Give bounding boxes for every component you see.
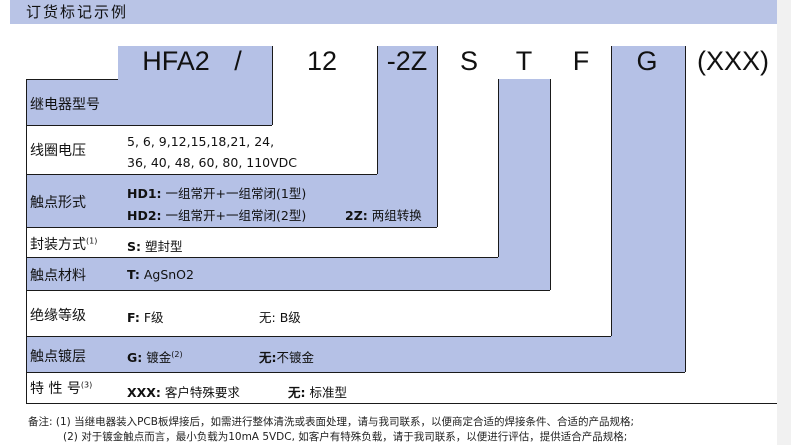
code-insulation: F <box>572 46 590 76</box>
label-special: 特 性 号(3) <box>30 380 93 397</box>
coil-voltage-values-1: 5, 6, 9,12,15,18,21, 24, <box>127 134 275 149</box>
code-special: (XXX) <box>696 46 770 76</box>
coil-voltage-values-2: 36, 40, 48, 60, 80, 110VDC <box>127 155 298 170</box>
special-value: XXX: 客户特殊要求 <box>127 385 240 400</box>
packaging-value: S: 塑封型 <box>127 239 183 254</box>
plating-alt-value: 无:不镀金 <box>259 350 315 365</box>
fill-plating-row <box>26 336 685 372</box>
label-packaging: 封装方式(1) <box>30 236 98 253</box>
section-title: 订货标记示例 <box>26 3 129 21</box>
code-plating: G <box>636 46 658 76</box>
label-relay-model: 继电器型号 <box>30 97 100 113</box>
fill-voltage-col <box>377 46 437 227</box>
label-insulation: 绝缘等级 <box>30 308 86 324</box>
label-contact-material: 触点材料 <box>30 268 86 284</box>
plating-value: G: 镀金(2) <box>127 349 183 365</box>
fill-model <box>118 46 272 125</box>
note-1: 备注: (1) 当继电器装入PCB板焊接后，如需进行整体清洗或表面处理，请与我司… <box>28 416 634 428</box>
fill-contact-form-row <box>26 174 377 227</box>
code-separator: / <box>234 46 242 76</box>
code-contact-material: T <box>515 46 533 76</box>
contact-form-hd1: HD1: 一组常开+一组常闭(1型) <box>127 186 307 201</box>
contact-material-value: T: AgSnO2 <box>127 267 194 282</box>
label-contact-form: 触点形式 <box>30 195 86 211</box>
special-alt-value: 无: 标准型 <box>288 385 347 400</box>
code-coil-voltage: 12 <box>306 46 338 76</box>
label-plating: 触点镀层 <box>30 349 86 365</box>
title-bar <box>10 0 782 24</box>
fill-material-col <box>498 79 550 290</box>
fill-plating-col <box>611 46 685 372</box>
fill-material-row <box>26 257 550 290</box>
code-contact-form: -2Z <box>386 46 428 76</box>
insulation-value: F: F级 <box>127 310 164 325</box>
code-packaging: S <box>459 46 479 76</box>
contact-form-hd2: HD2: 一组常开+一组常闭(2型) <box>127 208 307 223</box>
code-model: HFA2 <box>142 46 210 76</box>
label-coil-voltage: 线圈电压 <box>30 143 86 159</box>
contact-form-2z: 2Z: 两组转换 <box>345 208 422 223</box>
fill-model-row <box>26 79 118 125</box>
note-2: (2) 对于镀金触点而言，最小负载为10mA 5VDC, 如客户有特殊负载，请于… <box>63 431 628 443</box>
insulation-alt-value: 无: B级 <box>259 310 301 325</box>
right-edge-strip <box>777 0 791 445</box>
